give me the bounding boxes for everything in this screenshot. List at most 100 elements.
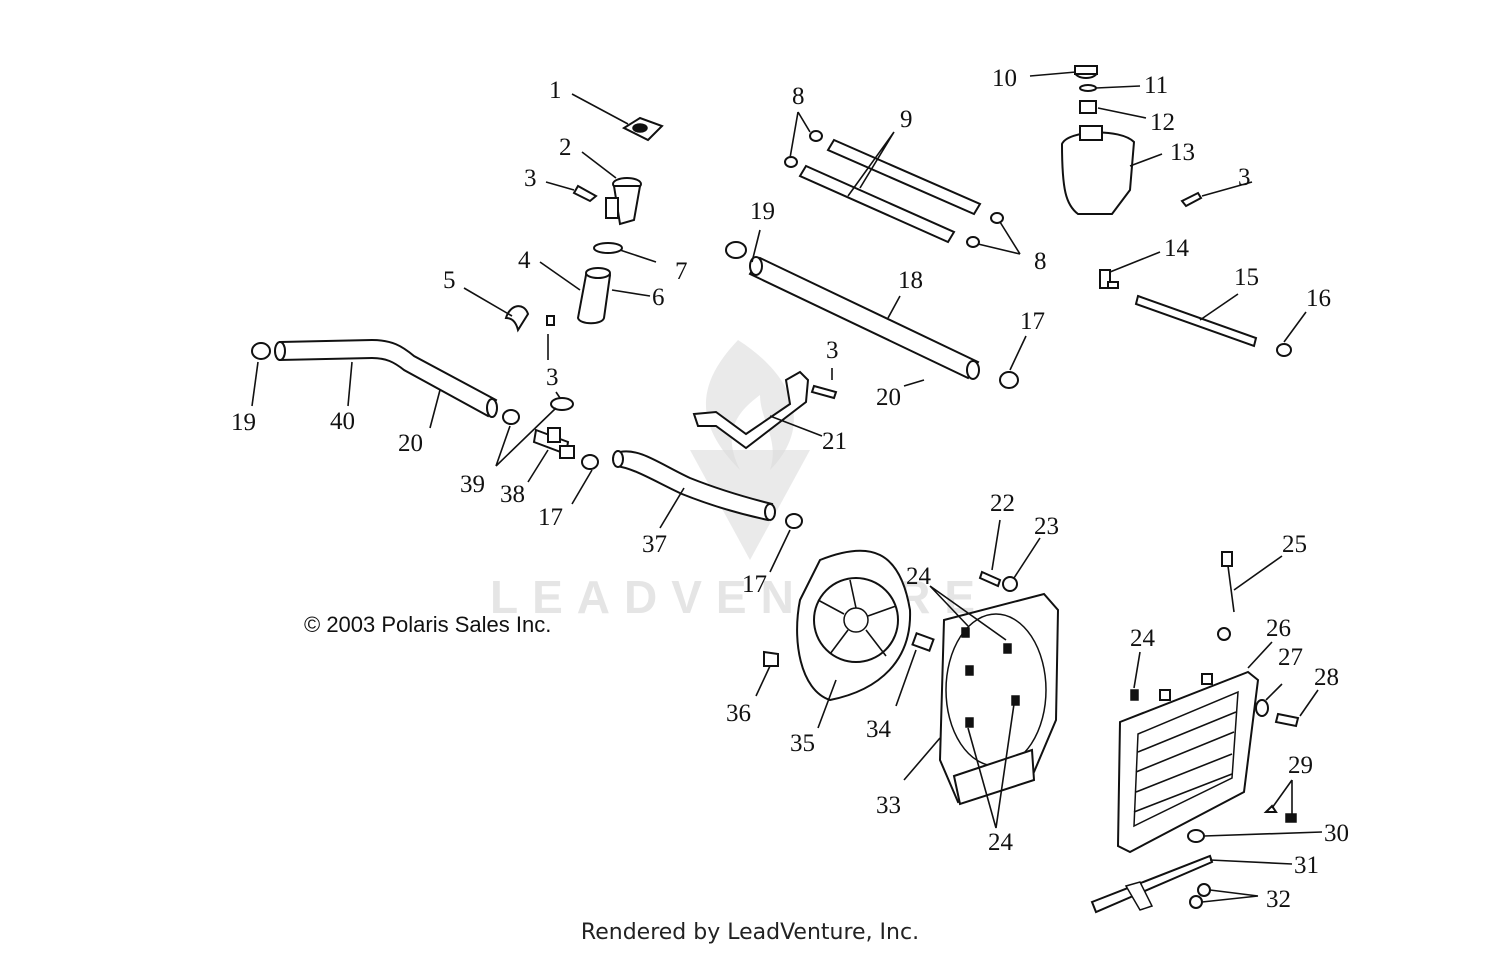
rendered-by-footer: Rendered by LeadVenture, Inc. — [580, 920, 920, 945]
callout-27: 27 — [1278, 644, 1303, 671]
callout-3b: 3 — [1238, 164, 1251, 191]
part-1-cap — [621, 116, 664, 142]
callout-9: 9 — [900, 106, 913, 133]
part-13-reservoir — [1060, 125, 1136, 215]
callout-24b: 24 — [1130, 625, 1156, 652]
part-40-hose — [274, 338, 498, 418]
callout-23: 23 — [1034, 513, 1059, 540]
callout-19b: 19 — [231, 409, 256, 436]
callout-19a: 19 — [750, 198, 775, 225]
part-2-housing — [605, 177, 642, 226]
callout-7: 7 — [675, 258, 688, 285]
callout-26: 26 — [1266, 615, 1291, 642]
callout-35: 35 — [790, 730, 815, 757]
part-39-clamps — [502, 397, 574, 425]
part-28-bolt — [1274, 712, 1300, 728]
callout-16: 16 — [1306, 285, 1331, 312]
part-10-cap — [1074, 65, 1098, 79]
callout-3d: 3 — [826, 337, 839, 364]
callout-24a: 24 — [906, 563, 932, 590]
part-25-clip — [1217, 627, 1231, 641]
callout-17c: 17 — [742, 571, 767, 598]
callout-22: 22 — [990, 490, 1015, 517]
part-23-nut — [1002, 576, 1018, 592]
part-17-clamp-c — [785, 513, 803, 529]
callout-17b: 17 — [538, 504, 563, 531]
part-3-screw-c — [546, 315, 555, 326]
callout-4: 4 — [518, 247, 531, 274]
callout-30: 30 — [1324, 820, 1349, 847]
part-18-hose — [748, 256, 980, 380]
callout-12: 12 — [1150, 109, 1175, 136]
part-29-drain — [1263, 804, 1297, 823]
part-3-screw-d — [810, 384, 838, 400]
part-21-bracket — [692, 370, 810, 450]
part-19-clamp-a — [725, 241, 747, 259]
part-17-clamp-b — [581, 454, 599, 470]
callout-8b: 8 — [1034, 248, 1047, 275]
callout-18: 18 — [898, 267, 923, 294]
callout-31: 31 — [1294, 852, 1319, 879]
callout-5: 5 — [443, 267, 456, 294]
callout-34: 34 — [866, 716, 892, 743]
callout-40: 40 — [330, 408, 355, 435]
callout-39: 39 — [460, 471, 485, 498]
leader-lines — [251, 71, 1323, 903]
part-26-radiator — [1116, 670, 1260, 854]
part-27-grommet — [1255, 699, 1269, 717]
callout-6: 6 — [652, 284, 665, 311]
part-6-tube — [576, 267, 612, 325]
callout-3a: 3 — [524, 165, 537, 192]
callout-17a: 17 — [1020, 308, 1045, 335]
callout-21: 21 — [822, 428, 847, 455]
part-14-fitting — [1099, 269, 1119, 289]
part-11-seal — [1079, 84, 1097, 92]
part-3-screw-b — [1180, 191, 1203, 208]
callout-28: 28 — [1314, 664, 1339, 691]
callout-20a: 20 — [876, 384, 901, 411]
callout-25: 25 — [1282, 531, 1307, 558]
part-12-neck — [1079, 100, 1097, 114]
callout-8a: 8 — [792, 83, 805, 110]
part-31-plate — [1090, 854, 1214, 914]
callout-2: 2 — [559, 134, 572, 161]
part-34-connector — [911, 632, 935, 652]
callout-numbers: 1 2 3 3 3 3 4 5 6 7 8 8 9 10 11 12 13 14… — [231, 65, 1349, 913]
part-38-tee — [532, 427, 575, 459]
callout-37: 37 — [642, 531, 667, 558]
callout-11: 11 — [1144, 72, 1168, 99]
part-15-hose — [1134, 294, 1258, 348]
part-36-bolt — [763, 650, 779, 667]
part-16-clamp — [1276, 343, 1292, 357]
part-5-clip — [504, 305, 530, 333]
part-7-clamp — [593, 242, 623, 254]
part-35-fan — [796, 549, 912, 702]
part-3-screw-a — [572, 184, 598, 203]
callout-3c: 3 — [546, 364, 559, 391]
part-17-clamp-a — [999, 371, 1019, 389]
callout-13: 13 — [1170, 139, 1195, 166]
callout-32: 32 — [1266, 886, 1291, 913]
callout-1: 1 — [549, 77, 562, 104]
callout-20b: 20 — [398, 430, 423, 457]
part-33-shroud — [938, 592, 1060, 806]
part-9-hoses — [798, 138, 982, 244]
part-19-clamp-b — [251, 342, 271, 360]
callout-38: 38 — [500, 481, 525, 508]
callout-24c: 24 — [988, 829, 1014, 856]
callout-14: 14 — [1164, 235, 1190, 262]
callout-15: 15 — [1234, 264, 1259, 291]
callout-36: 36 — [726, 700, 751, 727]
part-22-bolt — [978, 570, 1002, 588]
part-32-bolts — [1189, 883, 1211, 909]
part-30-plug — [1187, 829, 1205, 843]
callout-29: 29 — [1288, 752, 1313, 779]
callout-33: 33 — [876, 792, 901, 819]
part-8-clamps — [784, 130, 1004, 248]
callout-10: 10 — [992, 65, 1017, 92]
copyright-notice: © 2003 Polaris Sales Inc. — [304, 612, 552, 637]
part-24-clips — [961, 627, 1139, 728]
part-37-hose — [612, 450, 776, 522]
part-25-sensor — [1221, 551, 1235, 613]
